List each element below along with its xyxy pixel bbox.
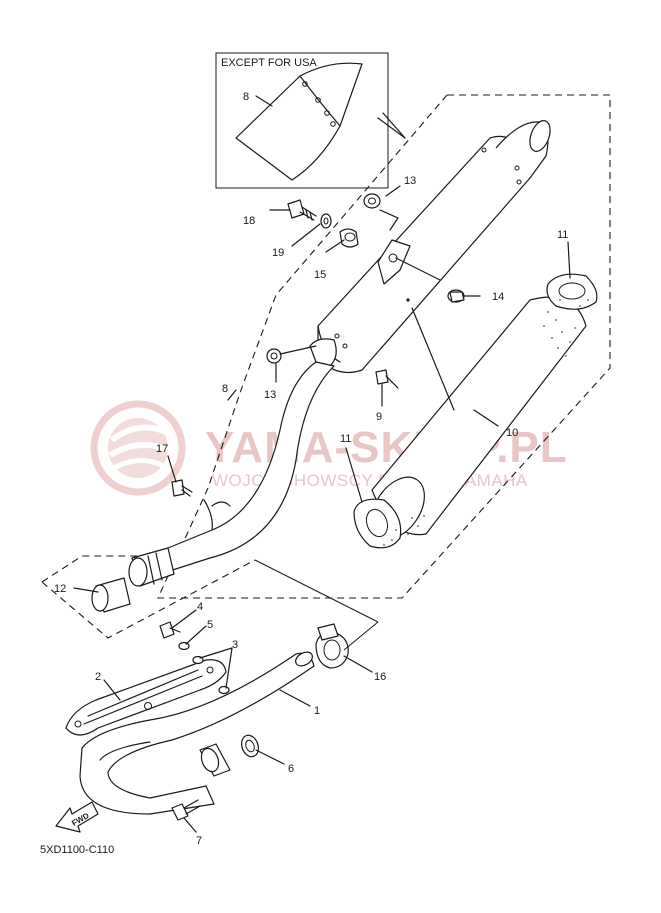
bolt-4 (159, 621, 181, 639)
callout-6: 6 (288, 763, 294, 775)
grommet-13-top (363, 193, 381, 209)
callout-8-main: 8 (222, 383, 228, 395)
callout-4: 4 (197, 601, 203, 613)
speed-circle-logo (90, 400, 186, 496)
inset-box-title: EXCEPT FOR USA (221, 57, 317, 69)
leader-lines (73, 185, 571, 833)
callout-9: 9 (376, 411, 382, 423)
washer-5 (178, 641, 190, 651)
fastener-group-frame (254, 559, 379, 651)
fwd-badge: FWD (55, 801, 99, 833)
muffler-body (309, 120, 551, 373)
gasket-6 (240, 734, 260, 758)
callout-16: 16 (374, 671, 386, 683)
inset-box: EXCEPT FOR USA 8 (215, 52, 406, 189)
callout-12: 12 (54, 583, 66, 595)
clamp-part-16 (315, 623, 349, 669)
header-group-outline (41, 555, 256, 639)
inset-box-frame (215, 52, 389, 189)
callout-14: 14 (492, 291, 504, 303)
grommet-13-left (266, 348, 282, 364)
connecting-pipe (128, 361, 335, 587)
callout-3: 3 (232, 639, 238, 651)
gasket-11-top (546, 273, 598, 310)
callout-10: 10 (506, 427, 518, 439)
collar-15 (339, 228, 359, 248)
callout-18: 18 (243, 215, 255, 227)
protector-part-2 (65, 659, 227, 736)
screw-9 (375, 369, 399, 389)
callout-2: 2 (95, 671, 101, 683)
watermark-brand: YAMA-SKLEP.PL (205, 423, 568, 472)
callout-19: 19 (272, 247, 284, 259)
muffler-assembly-outline (157, 94, 611, 599)
callout-8-inset: 8 (243, 91, 249, 103)
bolt-18 (287, 199, 317, 221)
callout-11-left: 11 (340, 433, 351, 445)
bolt-14 (447, 289, 465, 303)
callout-5: 5 (207, 619, 213, 631)
inset-heat-cover (235, 62, 363, 181)
bolt-17 (171, 479, 193, 497)
diagram-code: 5XD1100-C110 (40, 844, 114, 856)
callout-13-top: 13 (404, 175, 416, 187)
forward-arrow-icon (55, 801, 99, 833)
callout-1: 1 (314, 705, 320, 717)
exhaust-header-part-1 (79, 651, 315, 815)
washer-19 (320, 213, 332, 229)
callout-13-left: 13 (264, 389, 276, 401)
gasket-11-left (353, 498, 402, 549)
callout-7: 7 (196, 835, 202, 847)
joint-gasket-12 (91, 577, 131, 613)
callout-17: 17 (156, 443, 168, 455)
callout-11-top: 11 (557, 229, 568, 241)
callout-15: 15 (314, 269, 326, 281)
bolt-7 (171, 799, 201, 821)
callout-labels: 18 19 15 13 14 13 8 9 10 11 11 17 12 4 5… (54, 175, 568, 847)
